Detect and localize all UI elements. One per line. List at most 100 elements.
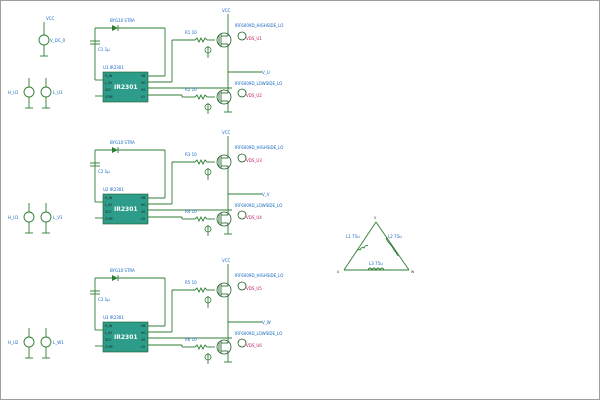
bootstrap-diode xyxy=(112,147,118,153)
diode-label: BYG10 STRA xyxy=(110,268,135,273)
input-h-label-2: H_U1 xyxy=(8,215,19,220)
pin-label: L_IN xyxy=(105,331,112,335)
rg-low-label: R2 10 xyxy=(185,87,197,92)
driver-stage-3: C3 1µ BYG10 STRA IR2301 U3 IR2301 H_IN L… xyxy=(90,258,283,364)
gate-resistor-low xyxy=(194,93,208,101)
pin-label: L_IN xyxy=(105,203,112,207)
driver-ic[interactable] xyxy=(102,71,149,103)
vds-low: VDS_U2 xyxy=(246,93,262,98)
inductor-label-3: L3 75u xyxy=(369,261,383,266)
rail-label: VCC xyxy=(222,8,231,13)
driver-ic-name: IR2301 xyxy=(114,334,138,341)
pin-label: VS xyxy=(141,210,145,214)
probe-source xyxy=(204,353,212,361)
high-side-mosfet[interactable] xyxy=(216,281,247,298)
pin-label: VCC xyxy=(105,338,112,342)
pin-label: VCC xyxy=(105,210,112,214)
pin-label: COM xyxy=(105,345,113,349)
vds-low: VDS_U4 xyxy=(246,215,262,220)
hs-model: IRF6009D_HIGHSIDE_LO xyxy=(235,23,283,28)
probe-source xyxy=(204,168,212,176)
pin-label: VS xyxy=(141,338,145,342)
gate-resistor-low xyxy=(194,215,208,223)
hs-model: IRF6009D_HIGHSIDE_LO xyxy=(235,273,283,278)
pin-label: HO xyxy=(141,81,146,85)
vds-high: VDS_U5 xyxy=(246,286,262,291)
input-sources-3[interactable]: H_U2 L_W1 xyxy=(8,328,64,359)
rail-label: VCC xyxy=(222,130,231,135)
gate-resistor-high xyxy=(194,286,208,294)
dc-supply[interactable]: V_DC_0 VCC xyxy=(38,16,66,57)
driver-ic-ref: U3 IR2301 xyxy=(103,315,124,320)
gate-resistor-low xyxy=(194,343,208,351)
inductor-label-1: L1 75u xyxy=(346,234,360,239)
pin-label: VS xyxy=(141,88,145,92)
pin-label: VB xyxy=(141,196,145,200)
pin-label: L_IN xyxy=(105,81,112,85)
inductor-label-2: L2 75u xyxy=(388,234,402,239)
gate-resistor-high xyxy=(194,36,208,44)
pin-label: VB xyxy=(141,324,145,328)
vds-low: VDS_U6 xyxy=(246,343,262,348)
low-side-mosfet[interactable] xyxy=(216,338,247,355)
low-side-mosfet[interactable] xyxy=(216,210,247,227)
pin-label: H_IN xyxy=(105,196,113,200)
driver-ic-ref: U2 IR2301 xyxy=(103,187,124,192)
inductor-2 xyxy=(385,237,399,257)
driver-ic[interactable] xyxy=(102,193,149,225)
probe-source xyxy=(204,296,212,304)
input-h-label-3: H_U2 xyxy=(8,340,19,345)
rg-high-label: R5 10 xyxy=(185,280,197,285)
driver-ic[interactable] xyxy=(102,321,149,353)
driver-ic-ref: U1 IR2301 xyxy=(103,65,124,70)
ls-model: IRF6009D_LOWSIDE_LO xyxy=(235,81,282,86)
rg-high-label: R1 10 xyxy=(185,30,197,35)
input-sources-2[interactable]: H_U1 L_V1 xyxy=(8,203,63,234)
pin-label: VCC xyxy=(105,88,112,92)
input-h-label-1: H_U1 xyxy=(8,90,19,95)
pin-label: VB xyxy=(141,74,145,78)
pin-label: COM xyxy=(105,217,113,221)
bootstrap-cap-label: C2 1µ xyxy=(98,169,110,174)
phase-label: V_U xyxy=(262,70,270,75)
pin-label: LO xyxy=(141,95,146,99)
bootstrap-diode xyxy=(112,275,118,281)
pin-label: HO xyxy=(141,203,146,207)
pin-label: H_IN xyxy=(105,324,113,328)
ls-model: IRF6009D_LOWSIDE_LO xyxy=(235,203,282,208)
high-side-mosfet[interactable] xyxy=(216,31,247,48)
bootstrap-diode xyxy=(112,25,118,31)
rg-low-label: R6 10 xyxy=(185,337,197,342)
driver-stage-2: C2 1µ BYG10 STRA IR2301 U2 IR2301 H_IN L… xyxy=(90,130,283,236)
pin-label: HO xyxy=(141,331,146,335)
hs-model: IRF6009D_HIGHSIDE_LO xyxy=(235,145,283,150)
probe-source xyxy=(204,103,212,111)
probe-source xyxy=(204,225,212,233)
node-label: U xyxy=(337,270,340,274)
probe-source xyxy=(204,46,212,54)
delta-load[interactable]: L1 75u L2 75u L3 75u V U W xyxy=(337,216,415,274)
input-sources-1[interactable]: H_U1 L_U1 xyxy=(8,78,63,109)
ls-model: IRF6009D_LOWSIDE_LO xyxy=(235,331,282,336)
inductor-3 xyxy=(367,267,385,272)
pin-label: H_IN xyxy=(105,74,113,78)
phase-label: V_W xyxy=(262,320,271,325)
driver-ic-name: IR2301 xyxy=(114,206,138,213)
vds-high: VDS_U1 xyxy=(246,36,262,41)
low-side-mosfet[interactable] xyxy=(216,88,247,105)
rg-high-label: R3 10 xyxy=(185,152,197,157)
driver-ic-name: IR2301 xyxy=(114,84,138,91)
driver-stage-1: C1 1µ BYG10 STRA IR2301 U1 IR2301 H_IN L… xyxy=(90,8,283,114)
rail-label: VCC xyxy=(222,258,231,263)
diode-label: BYG10 STRA xyxy=(110,140,135,145)
input-l-label-3: L_W1 xyxy=(53,340,64,345)
node-label: W xyxy=(411,270,415,274)
high-side-mosfet[interactable] xyxy=(216,153,247,170)
bootstrap-cap-label: C1 1µ xyxy=(98,47,110,52)
pin-label: LO xyxy=(141,345,146,349)
diode-label: BYG10 STRA xyxy=(110,18,135,23)
vds-high: VDS_U3 xyxy=(246,158,262,163)
supply-label: V_DC_0 xyxy=(50,38,66,43)
input-l-label-1: L_U1 xyxy=(53,90,63,95)
